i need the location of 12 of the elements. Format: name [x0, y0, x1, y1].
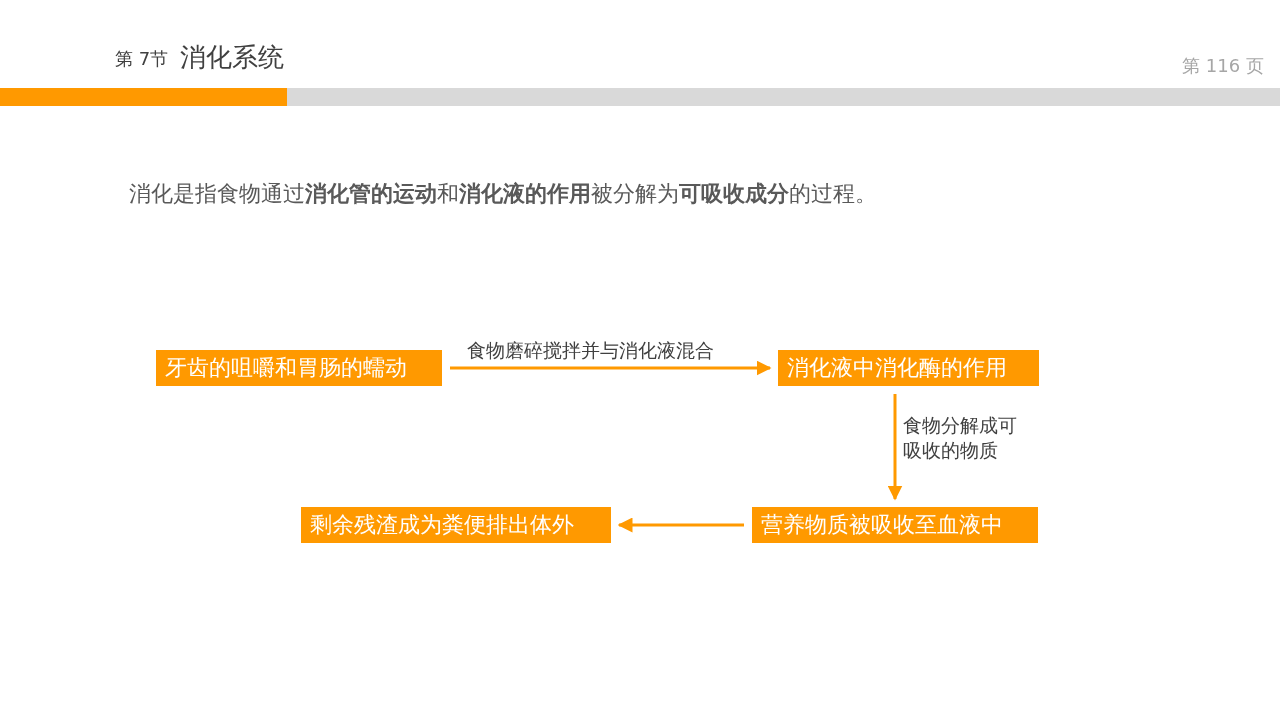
process-box: 牙齿的咀嚼和胃肠的蠕动 [156, 350, 442, 386]
edge-label: 食物磨碎搅拌并与消化液混合 [467, 338, 714, 363]
slide-title: 消化系统 [180, 41, 284, 74]
arrow [617, 517, 744, 533]
page-number: 第 116 页 [1182, 54, 1264, 78]
section-number: 第 7节 [115, 47, 169, 71]
process-box: 剩余残渣成为粪便排出体外 [301, 507, 611, 543]
arrow [887, 394, 903, 501]
process-box: 营养物质被吸收至血液中 [752, 507, 1038, 543]
arrow [450, 360, 772, 376]
process-box: 消化液中消化酶的作用 [778, 350, 1039, 386]
definition-sentence: 消化是指食物通过消化管的运动和消化液的作用被分解为可吸收成分的过程。 [129, 180, 877, 208]
